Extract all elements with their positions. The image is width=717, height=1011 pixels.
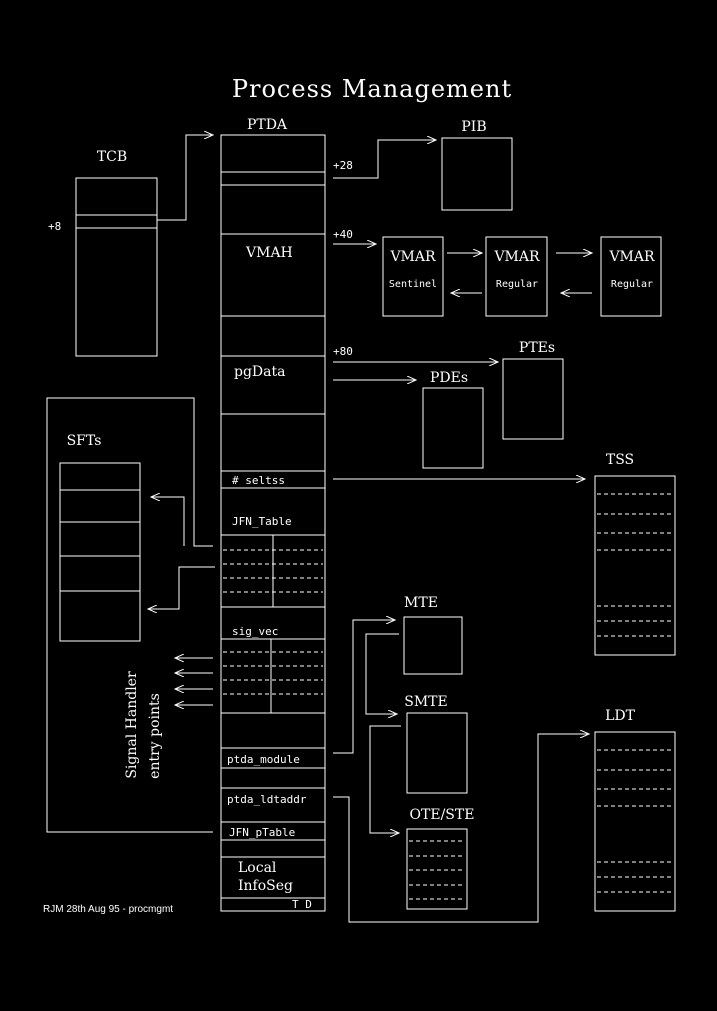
ptes-box bbox=[502, 358, 564, 440]
ptda-module-label: ptda_module bbox=[227, 753, 300, 766]
ldt-box bbox=[594, 731, 676, 912]
diagram-title: Process Management bbox=[232, 75, 512, 103]
jfn-ptable-loop bbox=[46, 397, 213, 833]
smte-box bbox=[406, 712, 468, 794]
vmar-sentinel-box bbox=[382, 236, 444, 317]
ptda-pgdata-label: pgData bbox=[234, 364, 285, 380]
signal-handler-label: Signal Handler bbox=[124, 671, 140, 779]
ptda-td-label: T D bbox=[292, 898, 312, 911]
vmar-regular-2-box bbox=[600, 236, 662, 317]
tcb-offset-label: +8 bbox=[48, 220, 61, 233]
tss-box bbox=[594, 475, 676, 656]
pib-offset-label: +28 bbox=[333, 159, 353, 172]
vmar-regular-1-box bbox=[485, 236, 548, 317]
tcb-to-ptda-arrow bbox=[157, 135, 213, 221]
smte-label: SMTE bbox=[404, 694, 447, 710]
ptda-seltss-label: # seltss bbox=[232, 474, 285, 487]
ote-ste-entries bbox=[409, 840, 465, 900]
sfts-box bbox=[59, 462, 141, 642]
ptda-label: PTDA bbox=[247, 117, 288, 133]
jfn-table-to-sft-arrow-2 bbox=[148, 566, 215, 609]
ldt-entries bbox=[597, 749, 673, 893]
vmar-sentinel-kind: Sentinel bbox=[389, 279, 437, 290]
pdes-box bbox=[422, 387, 484, 469]
ote-ste-box bbox=[406, 828, 468, 910]
ptda-local-label: Local bbox=[238, 860, 277, 876]
signal-entry-points-label: entry points bbox=[147, 693, 163, 779]
mte-to-smte-arrow bbox=[365, 633, 399, 714]
ptda-vmah-label: VMAH bbox=[245, 245, 293, 261]
smte-to-ote-arrow bbox=[369, 725, 401, 833]
ptda-sig-vec-label: sig_vec bbox=[232, 625, 278, 638]
jfn-table-to-sft-arrow-1 bbox=[151, 497, 185, 546]
tcb-label: TCB bbox=[97, 149, 127, 165]
vmar-regular-1-label: VMAR bbox=[493, 249, 540, 265]
vmar-regular-1-kind: Regular bbox=[496, 279, 538, 290]
tss-entries bbox=[597, 493, 673, 637]
vmar-sentinel-label: VMAR bbox=[389, 249, 436, 265]
tcb-box bbox=[75, 177, 158, 357]
footer-credit: RJM 28th Aug 95 - procmgmt bbox=[43, 904, 173, 915]
ote-ste-label: OTE/STE bbox=[410, 807, 475, 823]
ptda-to-pib-arrow bbox=[333, 140, 436, 179]
signal-handler-arrows bbox=[175, 658, 213, 705]
vmar-regular-2-label: VMAR bbox=[608, 249, 655, 265]
ldt-label: LDT bbox=[605, 708, 636, 724]
mte-label: MTE bbox=[404, 595, 438, 611]
ptda-infoseg-label: InfoSeg bbox=[238, 878, 293, 894]
sig-vec-grid bbox=[223, 639, 323, 713]
ldtaddr-to-ldt-arrow bbox=[333, 734, 589, 923]
ptda-module-to-mte-arrow bbox=[333, 620, 395, 754]
ptda-ldtaddr-label: ptda_ldtaddr bbox=[227, 793, 307, 806]
ptda-box bbox=[220, 134, 326, 912]
pib-label: PIB bbox=[461, 119, 486, 135]
sfts-label: SFTs bbox=[67, 433, 102, 449]
pib-box bbox=[441, 137, 513, 211]
vmah-offset-label: +40 bbox=[333, 228, 353, 241]
ptda-jfn-table-label: JFN_Table bbox=[232, 515, 292, 528]
mte-box bbox=[403, 616, 463, 675]
vmar-regular-2-kind: Regular bbox=[611, 279, 653, 290]
sfts-rows bbox=[60, 489, 140, 592]
pgdata-offset-label: +80 bbox=[333, 345, 353, 358]
jfn-table-grid bbox=[223, 535, 323, 607]
tss-label: TSS bbox=[606, 452, 634, 468]
ptda-jfn-ptable-label: JFN_pTable bbox=[229, 826, 295, 839]
ptes-label: PTEs bbox=[519, 340, 555, 356]
pdes-label: PDEs bbox=[430, 370, 468, 386]
